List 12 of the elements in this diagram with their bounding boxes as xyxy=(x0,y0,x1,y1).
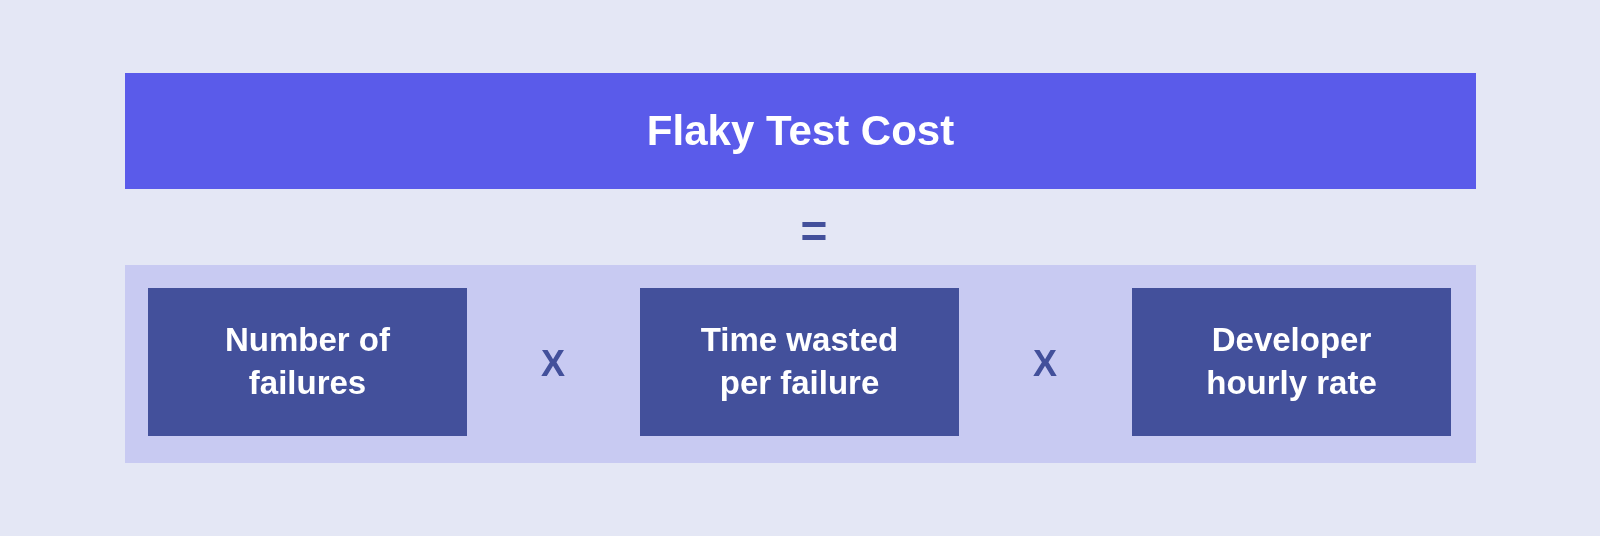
multiply-sign: X xyxy=(541,346,565,382)
factor-box xyxy=(640,288,959,436)
factor-box xyxy=(148,288,467,436)
factor-label: Time wasted per failure xyxy=(699,320,900,403)
multiply-sign: X xyxy=(1033,346,1057,382)
factor-label: Number of failures xyxy=(224,320,391,403)
result-label: Flaky Test Cost xyxy=(646,105,955,156)
equals-sign: = xyxy=(800,208,828,254)
factor-band xyxy=(125,265,1476,463)
factor-label: Developer hourly rate xyxy=(1205,320,1378,403)
result-banner xyxy=(125,73,1476,189)
factor-box xyxy=(1132,288,1451,436)
